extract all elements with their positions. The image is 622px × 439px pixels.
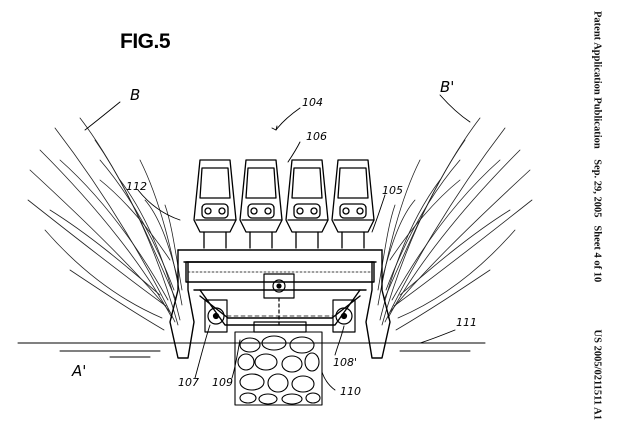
left-water-splash [27,117,183,331]
label-111: 111 [456,316,477,329]
seats [193,159,375,249]
header-number: US 2005/0211511 A1 [591,329,603,420]
label-b: B [130,86,141,104]
label-108-prime: 108' [333,356,358,369]
right-water-splash [377,117,533,331]
label-b-prime: B' [440,78,455,96]
water-surface [17,342,486,358]
seat-2 [239,159,283,249]
track-foundation [234,331,323,406]
ride-vehicle-drawing [17,94,533,406]
label-110: 110 [340,385,361,398]
leader-lines [84,94,471,391]
label-109: 109 [212,376,233,389]
header-publication: Patent Application Publication [591,11,603,149]
label-106: 106 [306,130,327,143]
central-housing [263,273,295,326]
seat-3 [285,159,329,249]
wheel-assemblies [204,299,356,333]
header-date: Sep. 29, 2005 [591,159,603,218]
patent-side-header: Patent Application Publication Sep. 29, … [592,6,603,426]
label-107: 107 [178,376,199,389]
label-105: 105 [382,184,403,197]
seat-4 [331,159,375,249]
seat-1 [193,159,237,249]
header-sheet: Sheet 4 of 10 [591,225,603,283]
label-112: 112 [126,180,147,193]
hull-frame [169,249,391,359]
figure-title: FIG.5 [120,30,171,53]
label-a-prime: A' [72,362,87,380]
label-104: 104 [302,96,323,109]
